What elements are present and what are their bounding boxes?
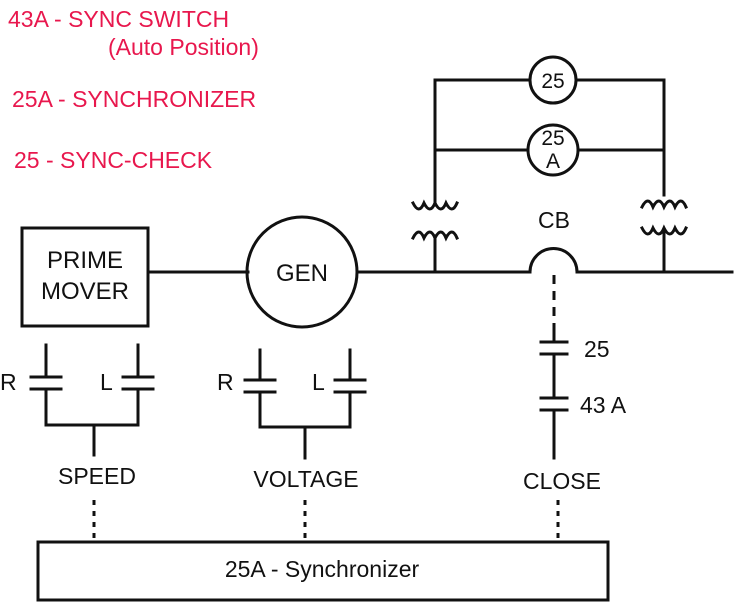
close-circuit: 25 43 A CLOSE xyxy=(523,275,627,540)
legend-auto-position: (Auto Position) xyxy=(108,34,259,60)
generator-label: GEN xyxy=(276,260,328,287)
legend: 43A - SYNC SWITCH (Auto Position) 25A - … xyxy=(8,6,259,173)
close-contact-43a-label: 43 A xyxy=(580,392,627,418)
speed-l-label: L xyxy=(100,369,113,395)
voltage-l-label: L xyxy=(312,369,325,395)
voltage-r-label: R xyxy=(217,369,234,395)
prime-mover-label-line2: MOVER xyxy=(41,278,129,305)
prime-mover-label-line1: PRIME xyxy=(47,247,123,274)
synchronizer-box: 25A - Synchronizer xyxy=(36,540,610,602)
close-contact-25-label: 25 xyxy=(584,336,610,362)
legend-synchronizer: 25A - SYNCHRONIZER xyxy=(12,86,256,112)
legend-sync-switch: 43A - SYNC SWITCH xyxy=(8,6,229,32)
sync-check-relay-loop xyxy=(433,78,666,205)
relay-25-label: 25 xyxy=(541,70,564,93)
speed-signal-label: SPEED xyxy=(58,463,136,489)
generator: GEN xyxy=(245,215,359,329)
right-potential-transformer xyxy=(639,199,688,274)
relay-25a-label-line2: A xyxy=(546,150,560,173)
voltage-signal-label: VOLTAGE xyxy=(253,466,358,492)
breaker-label: CB xyxy=(538,207,570,233)
relay-25a: 25 A xyxy=(526,123,580,177)
relay-25a-label-line1: 25 xyxy=(541,127,564,150)
voltage-contacts: R L VOLTAGE xyxy=(217,348,367,540)
relay-25: 25 xyxy=(528,55,578,105)
close-signal-label: CLOSE xyxy=(523,468,601,494)
prime-mover-box: PRIME MOVER xyxy=(20,226,150,328)
synchronizer-box-label: 25A - Synchronizer xyxy=(225,556,420,582)
legend-sync-check: 25 - SYNC-CHECK xyxy=(14,147,213,173)
speed-r-label: R xyxy=(0,369,17,395)
circuit-breaker: CB xyxy=(528,207,579,274)
left-potential-transformer xyxy=(410,199,459,274)
speed-contacts: R L SPEED xyxy=(0,343,155,540)
